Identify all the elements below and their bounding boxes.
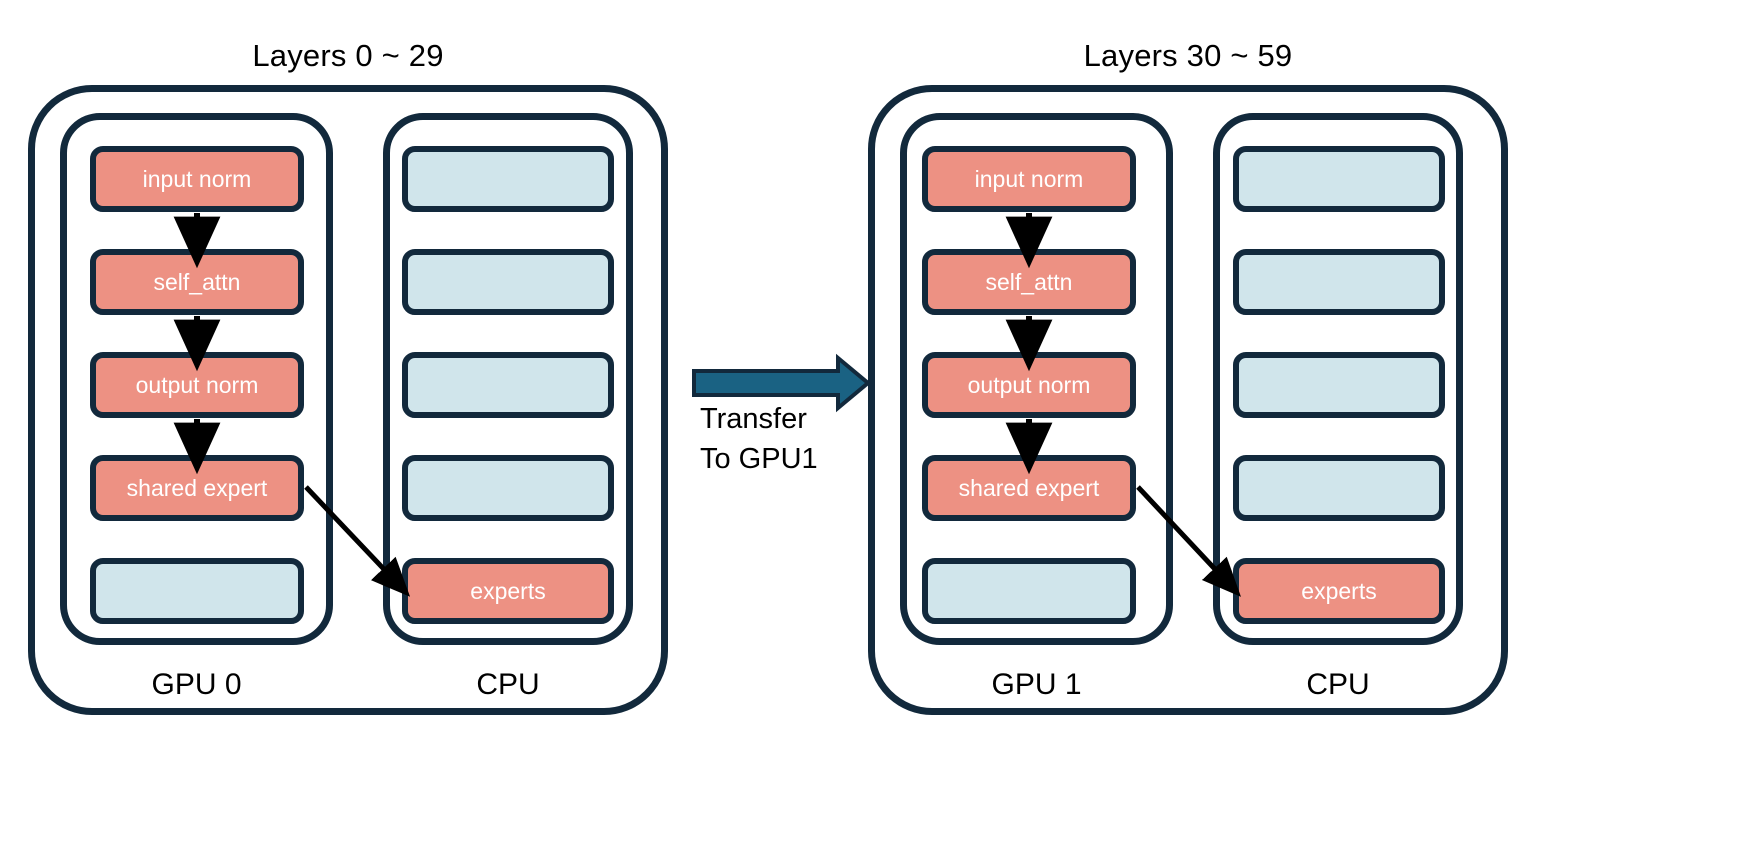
group-title-right: Layers 30 ~ 59	[1083, 38, 1293, 73]
block-gpu1-output-norm[interactable]: output norm	[922, 352, 1136, 418]
block-gpu0-shared-expert[interactable]: shared expert	[90, 455, 304, 521]
block-gpu0-self-attn[interactable]: self_attn	[90, 249, 304, 315]
transfer-label-line1: Transfer	[700, 403, 807, 435]
block-cpu0-slot-3[interactable]	[402, 352, 614, 418]
block-cpu0-experts[interactable]: experts	[402, 558, 614, 624]
block-gpu1-placeholder[interactable]	[922, 558, 1136, 624]
block-cpu1-slot-4[interactable]	[1233, 455, 1445, 521]
block-gpu0-output-norm[interactable]: output norm	[90, 352, 304, 418]
group-title-left: Layers 0 ~ 29	[252, 38, 444, 73]
block-cpu0-slot-4[interactable]	[402, 455, 614, 521]
block-gpu1-input-norm[interactable]: input norm	[922, 146, 1136, 212]
block-cpu0-slot-1[interactable]	[402, 146, 614, 212]
column-label-gpu1: GPU 1	[991, 668, 1082, 701]
block-gpu0-placeholder[interactable]	[90, 558, 304, 624]
block-gpu1-self-attn[interactable]: self_attn	[922, 249, 1136, 315]
block-cpu1-slot-1[interactable]	[1233, 146, 1445, 212]
column-label-gpu0: GPU 0	[151, 668, 242, 701]
block-gpu0-input-norm[interactable]: input norm	[90, 146, 304, 212]
column-label-cpu1: CPU	[1306, 668, 1370, 701]
column-label-cpu0: CPU	[476, 668, 540, 701]
block-cpu0-slot-2[interactable]	[402, 249, 614, 315]
block-cpu1-slot-2[interactable]	[1233, 249, 1445, 315]
block-gpu1-shared-expert[interactable]: shared expert	[922, 455, 1136, 521]
block-cpu1-experts[interactable]: experts	[1233, 558, 1445, 624]
transfer-label-line2: To GPU1	[700, 443, 818, 475]
block-cpu1-slot-3[interactable]	[1233, 352, 1445, 418]
